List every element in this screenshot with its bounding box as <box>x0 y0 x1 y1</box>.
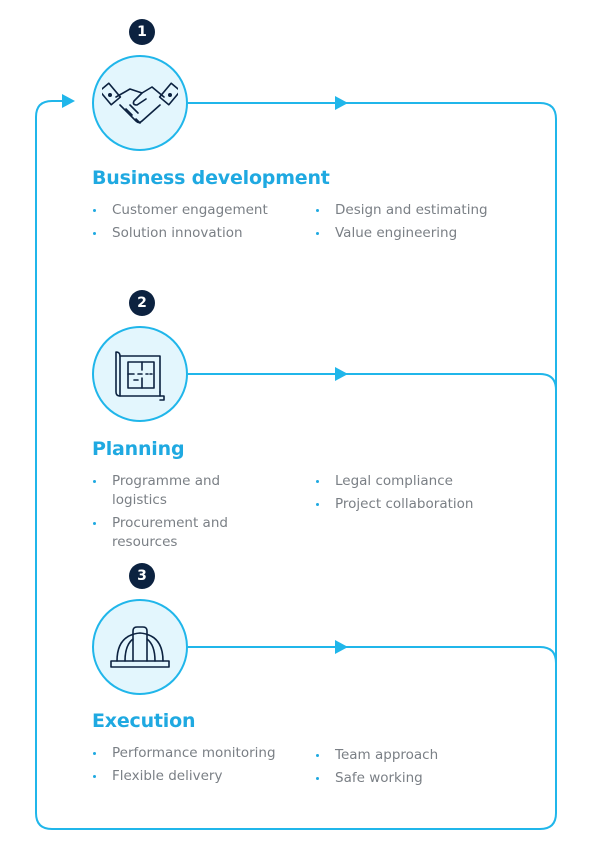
bullet-item: Flexible delivery <box>92 767 302 786</box>
arrow-into-stage-1 <box>62 94 75 108</box>
bullet-item: Solution innovation <box>92 224 302 243</box>
blueprint-icon <box>115 351 165 401</box>
step-badge-1: 1 <box>129 19 155 45</box>
handshake-icon <box>102 82 178 124</box>
bullet-list-left-1: Customer engagement Solution innovation <box>92 201 302 247</box>
hard-hat-icon <box>110 626 170 668</box>
bullet-item: Legal compliance <box>315 472 545 491</box>
stage-2-line <box>188 373 557 440</box>
bullet-item: Performance monitoring <box>92 744 302 763</box>
stage-title-execution: Execution <box>92 710 196 732</box>
bullet-item: Programme and logistics <box>92 472 272 510</box>
arrow-stage-2 <box>335 367 348 381</box>
bullet-item: Team approach <box>315 746 545 765</box>
icon-circle-execution <box>92 599 188 695</box>
bullet-list-left-3: Performance monitoring Flexible delivery <box>92 744 302 790</box>
step-badge-2: 2 <box>129 290 155 316</box>
bullet-item: Customer engagement <box>92 201 302 220</box>
bullet-item: Safe working <box>315 769 545 788</box>
step-badge-3: 3 <box>129 563 155 589</box>
arrow-stage-3 <box>335 640 348 654</box>
bullet-list-left-2: Programme and logistics Procurement and … <box>92 472 272 556</box>
bullet-list-right-1: Design and estimating Value engineering <box>315 201 545 247</box>
icon-circle-planning <box>92 326 188 422</box>
stage-title-planning: Planning <box>92 438 185 460</box>
stage-title-business-development: Business development <box>92 167 330 189</box>
bullet-item: Project collaboration <box>315 495 545 514</box>
arrow-stage-1 <box>335 96 348 110</box>
bullet-item: Design and estimating <box>315 201 545 220</box>
bullet-list-right-2: Legal compliance Project collaboration <box>315 472 545 518</box>
bullet-item: Value engineering <box>315 224 545 243</box>
icon-circle-business-development <box>92 55 188 151</box>
bullet-list-right-3: Team approach Safe working <box>315 746 545 792</box>
bullet-item: Procurement and resources <box>92 514 272 552</box>
stage-3-line <box>188 646 557 700</box>
outer-loop-line <box>35 100 557 830</box>
